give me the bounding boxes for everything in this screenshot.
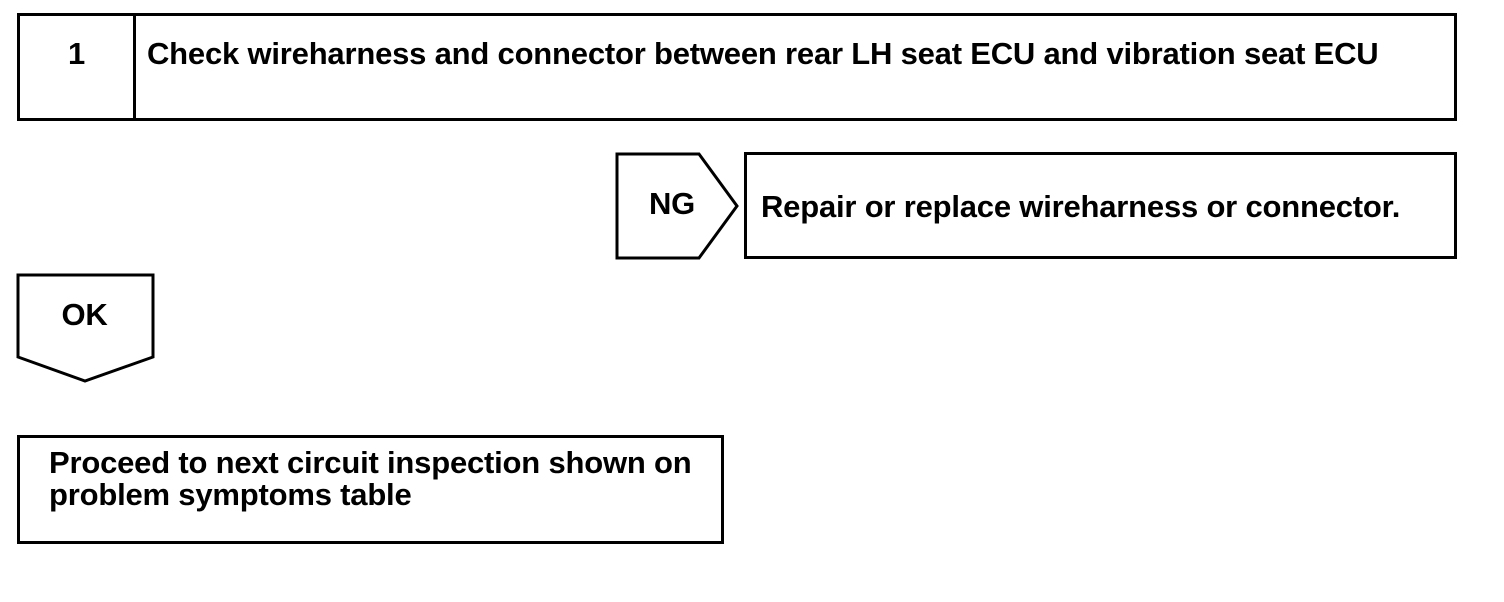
step-number-cell: 1 (20, 16, 136, 118)
ng-label: NG (648, 186, 696, 221)
ng-action-text: Repair or replace wireharness or connect… (761, 189, 1401, 224)
ng-action-box: Repair or replace wireharness or connect… (744, 152, 1457, 259)
next-step-box: Proceed to next circuit inspection shown… (17, 435, 724, 544)
ng-arrow-shape (615, 152, 739, 260)
ok-label: OK (61, 297, 108, 332)
step-header-box: 1 Check wireharness and connector betwee… (17, 13, 1457, 121)
ok-arrow-shape (16, 273, 155, 383)
step-number: 1 (67, 36, 86, 71)
step-title: Check wireharness and connector between … (147, 36, 1379, 71)
next-step-text: Proceed to next circuit inspection shown… (49, 445, 692, 512)
